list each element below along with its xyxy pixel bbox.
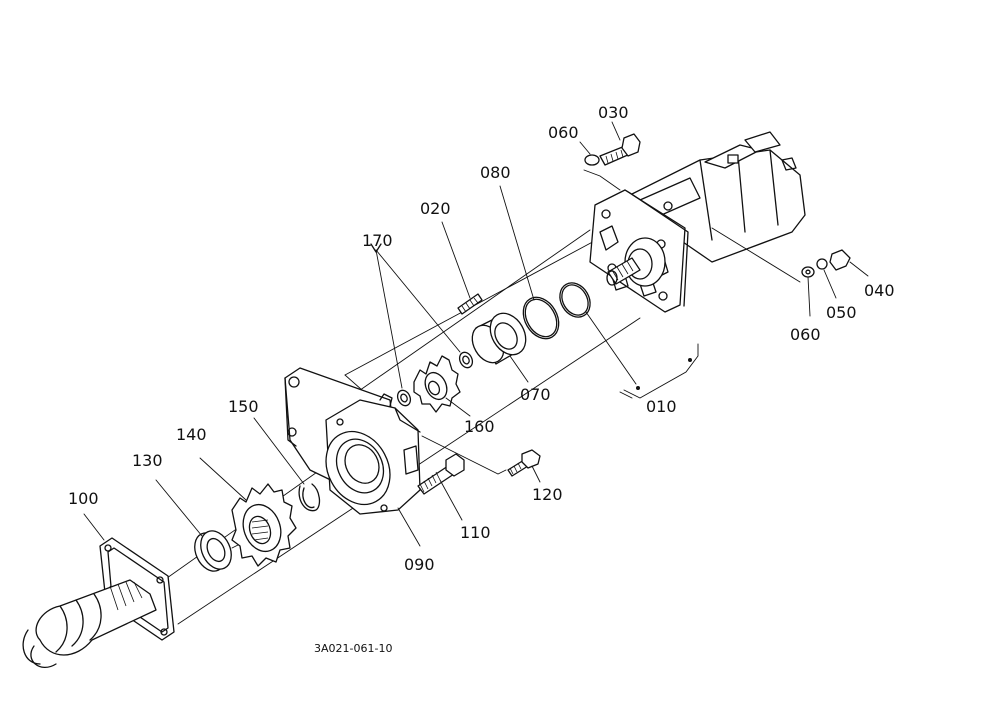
label-140: 140	[176, 425, 207, 444]
part-150-snap-ring	[253, 417, 321, 512]
label-040: 040	[864, 281, 895, 300]
drive-shaft	[22, 579, 157, 669]
label-100: 100	[68, 489, 99, 508]
label-150: 150	[228, 397, 259, 416]
part-130-oil-seal	[155, 479, 232, 572]
label-070: 070	[520, 385, 551, 404]
label-090: 090	[404, 555, 435, 574]
part-120-bolt	[507, 449, 541, 483]
label-160: 160	[464, 417, 495, 436]
label-080: 080	[480, 163, 511, 182]
label-060-upper: 060	[548, 123, 579, 142]
part-140-gear	[199, 457, 297, 567]
bracket-dot-right	[688, 358, 692, 362]
label-050: 050	[826, 303, 857, 322]
pump-mounting-hardware-right	[711, 227, 869, 317]
part-020-stud	[441, 221, 483, 315]
label-130: 130	[132, 451, 163, 470]
part-010-hydraulic-pump	[589, 131, 806, 399]
label-110: 110	[460, 523, 491, 542]
label-060-lower: 060	[790, 325, 821, 344]
drawing-code: 3A021-061-10	[314, 642, 392, 655]
part-090-housing	[284, 367, 507, 547]
part-080-o-ring	[499, 185, 560, 340]
part-number-labels: 030 060 080 020 170 040 050 060 070 010 …	[68, 103, 895, 655]
part-110-bolt	[417, 453, 465, 521]
label-170: 170	[362, 231, 393, 250]
part-030-bolt	[579, 121, 641, 191]
label-010: 010	[646, 397, 677, 416]
part-160-gear	[413, 355, 471, 417]
label-020: 020	[420, 199, 451, 218]
part-170-washers	[370, 243, 474, 407]
bracket-dot-left	[636, 386, 640, 390]
part-040-nut	[829, 249, 851, 271]
part-070-collar	[471, 312, 529, 383]
label-030: 030	[598, 103, 629, 122]
part-060-washer-upper	[584, 154, 600, 166]
part-050-spring-washer	[816, 258, 828, 270]
label-120: 120	[532, 485, 563, 504]
o-ring-flange	[559, 282, 637, 385]
